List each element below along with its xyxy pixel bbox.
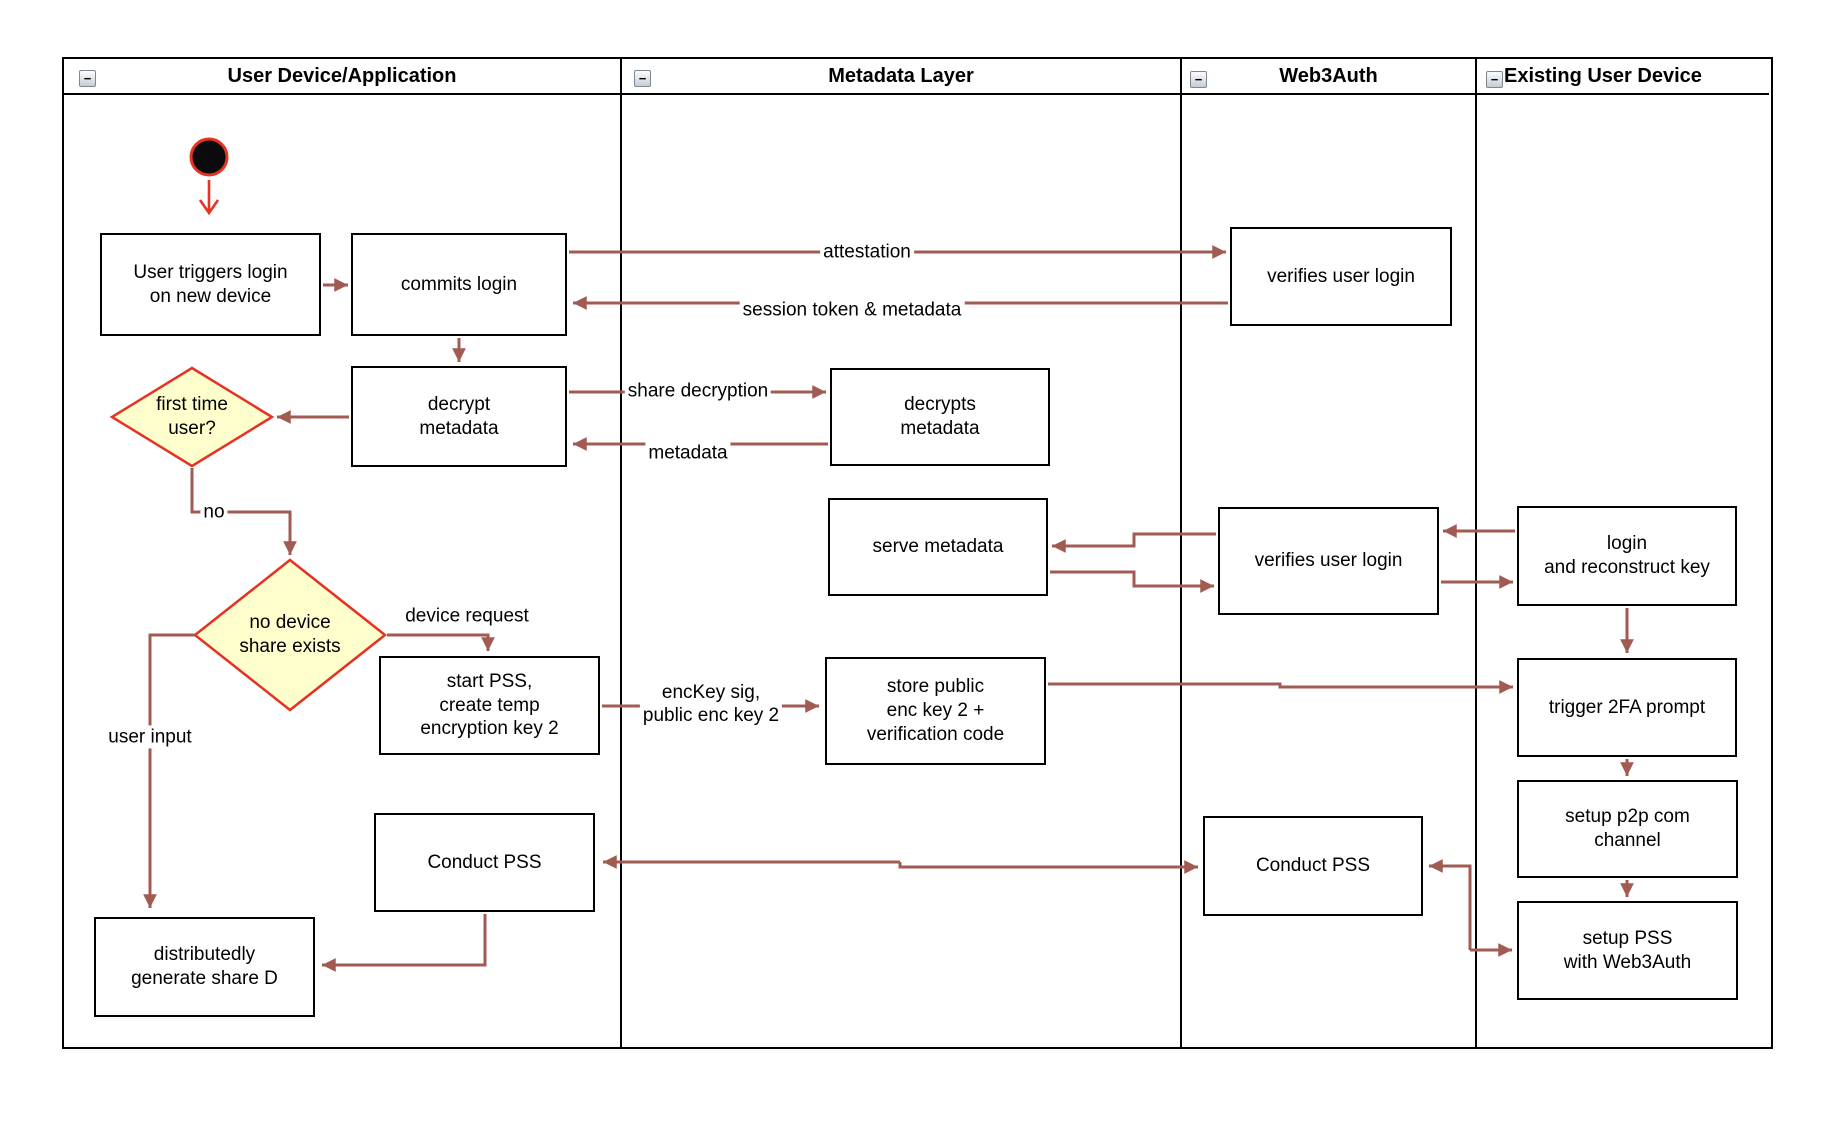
node-label: distributedly generate share D [131, 944, 278, 989]
edge-store-to-2fa [1048, 680, 1513, 694]
node-user-triggers-login[interactable]: User triggers login on new device [100, 233, 321, 336]
node-trigger-2fa[interactable]: trigger 2FA prompt [1517, 658, 1737, 757]
edge-conductpss-right [898, 860, 1198, 874]
lane-header-band [62, 57, 1769, 95]
node-setup-p2p[interactable]: setup p2p com channel [1517, 780, 1738, 878]
edge-label-metadata: metadata [645, 441, 731, 465]
decision-label-first-time: first time user? [156, 394, 228, 439]
node-label: Conduct PSS [1255, 855, 1371, 877]
edge-label-no: no [200, 500, 228, 524]
collapse-icon[interactable]: − [1486, 71, 1503, 88]
edge-label-attestation: attestation [820, 240, 914, 264]
node-verifies-user-login-top[interactable]: verifies user login [1230, 227, 1452, 326]
edge-device-request [387, 633, 495, 651]
collapse-icon[interactable]: − [79, 70, 96, 87]
edge-label-session-token: session token & metadata [739, 298, 965, 322]
decision-no-device-share[interactable] [192, 558, 388, 712]
diagram-frame [62, 57, 1773, 1049]
node-verifies-user-login-mid[interactable]: verifies user login [1218, 507, 1439, 615]
edge-conduct-to-share-d [322, 914, 487, 972]
start-node [189, 137, 229, 177]
edge-user-input [143, 633, 195, 908]
edge-label-share-decryption: share decryption [624, 379, 772, 403]
node-label: Conduct PSS [427, 851, 542, 873]
lane-divider-1 [620, 57, 622, 1047]
node-serve-metadata[interactable]: serve metadata [828, 498, 1048, 596]
node-label: decrypt metadata [419, 393, 499, 439]
node-setup-pss[interactable]: setup PSS with Web3Auth [1517, 901, 1738, 1000]
lane-title-metadata-layer: Metadata Layer [828, 64, 974, 87]
node-label: start PSS, create temp encryption key 2 [420, 670, 559, 740]
node-generate-share-d[interactable]: distributedly generate share D [94, 917, 315, 1017]
lane-divider-2 [1180, 57, 1182, 1047]
node-conduct-pss-web3[interactable]: Conduct PSS [1203, 816, 1423, 916]
collapse-icon[interactable]: − [1190, 71, 1207, 88]
node-label: serve metadata [872, 536, 1004, 558]
node-label: verifies user login [1254, 550, 1403, 572]
node-decrypt-metadata[interactable]: decrypt metadata [351, 366, 567, 467]
node-login-reconstruct-key[interactable]: login and reconstruct key [1517, 506, 1737, 606]
edge-serve-to-verifies [1050, 570, 1214, 593]
node-label: commits login [400, 273, 518, 295]
node-label: setup p2p com channel [1565, 806, 1690, 851]
node-store-public-key[interactable]: store public enc key 2 + verification co… [825, 657, 1046, 765]
lane-title-web3auth: Web3Auth [1279, 64, 1378, 87]
edge-label-enckey: encKey sig, public enc key 2 [639, 680, 783, 728]
node-commits-login[interactable]: commits login [351, 233, 567, 336]
node-decrypts-metadata[interactable]: decrypts metadata [830, 368, 1050, 466]
node-label: User triggers login on new device [133, 261, 288, 307]
edge-no-branch [190, 468, 297, 555]
edge-label-device-request: device request [402, 604, 532, 628]
node-label: trigger 2FA prompt [1548, 696, 1706, 718]
lane-title-user-device: User Device/Application [227, 64, 457, 87]
decision-label-no-device-share: no device share exists [239, 612, 341, 657]
collapse-icon[interactable]: − [634, 70, 651, 87]
node-label: store public enc key 2 + verification co… [866, 676, 1005, 745]
node-start-pss[interactable]: start PSS, create temp encryption key 2 [379, 656, 600, 755]
node-label: decrypts metadata [900, 394, 980, 439]
node-label: setup PSS with Web3Auth [1563, 927, 1692, 973]
edge-label-user-input: user input [105, 725, 195, 749]
node-label: verifies user login [1267, 265, 1415, 287]
decision-first-time-user[interactable] [109, 366, 275, 468]
edge-verifies-to-serve [1052, 532, 1216, 553]
lane-divider-3 [1475, 57, 1477, 1047]
node-label: login and reconstruct key [1544, 533, 1710, 578]
lane-title-existing-user-device: Existing User Device [1504, 64, 1702, 87]
edge-setuppss-to-conductpss [1429, 859, 1472, 950]
edge-start-to-trigger [198, 180, 220, 216]
node-conduct-pss-user[interactable]: Conduct PSS [374, 813, 595, 912]
